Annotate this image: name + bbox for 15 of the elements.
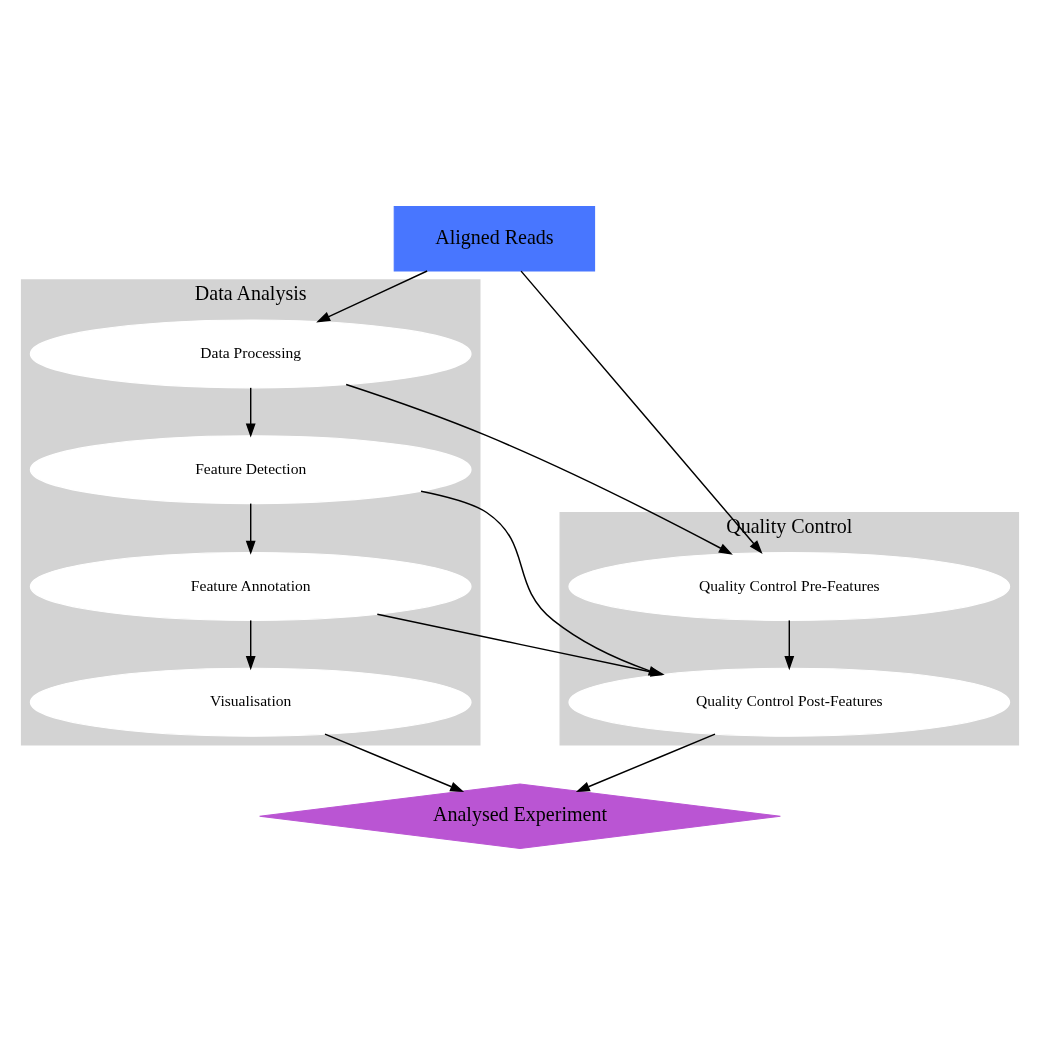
- node-ellipse: Quality Control Pre-Features: [568, 551, 1011, 621]
- node-ellipse: Feature Annotation: [29, 551, 472, 621]
- arrow: [520, 269, 763, 554]
- arrow: [245, 386, 256, 438]
- arrow: [345, 383, 733, 555]
- node-ellipse: Data Processing: [29, 318, 472, 388]
- arrow: [245, 502, 256, 555]
- arrow: [316, 269, 428, 322]
- arrow: [324, 732, 465, 792]
- arrow: [784, 619, 795, 670]
- node-ellipse: Visualisation: [29, 667, 472, 737]
- node-ellipse: Feature Detection: [29, 434, 472, 504]
- arrow: [575, 732, 716, 792]
- node-box: Aligned Reads: [393, 205, 596, 272]
- arrow: [245, 619, 256, 670]
